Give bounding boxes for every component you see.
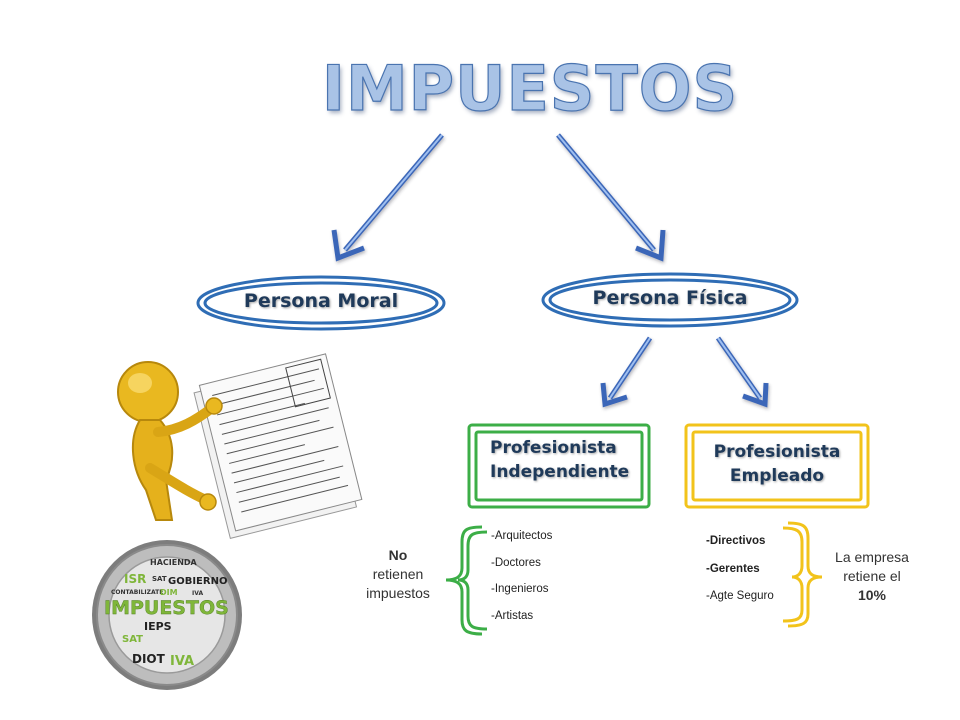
no-retienen-strong: No <box>388 547 408 563</box>
oval-persona-moral <box>196 275 446 331</box>
box-profesionista-independiente <box>467 423 651 509</box>
list-item: -Gerentes <box>706 563 760 575</box>
oval-persona-fisica <box>541 272 799 328</box>
empleado-line-2: Empleado <box>729 466 825 486</box>
gold-figure-reading-form <box>117 353 363 540</box>
independiente-label: Profesionista Independiente <box>490 436 629 484</box>
empleado-line-1: Profesionista <box>713 442 841 462</box>
list-item: -Directivos <box>706 535 766 547</box>
arrow-title-to-fisica <box>556 133 666 262</box>
seal-word: HACIENDA <box>150 558 197 567</box>
list-item: -Ingenieros <box>491 583 549 595</box>
arrow-fisica-to-independiente <box>600 336 653 408</box>
seal-word: IMPUESTOS <box>104 597 229 619</box>
seal-word: DIOT <box>132 652 165 666</box>
retiene-percent: 10% <box>857 587 887 603</box>
seal-word: SAT <box>122 634 143 645</box>
diagram-title: IMPUESTOS <box>321 51 739 125</box>
box-profesionista-empleado <box>684 423 870 509</box>
retiene-line: retiene el <box>843 568 901 584</box>
seal-word: SAT <box>152 575 167 583</box>
seal-word: DIM <box>160 588 178 597</box>
seal-word: CONTABILIZATE <box>111 589 164 596</box>
retiene-line: La empresa <box>835 549 909 565</box>
list-item: -Artistas <box>491 610 534 622</box>
persona-moral-label: Persona Moral <box>243 290 399 312</box>
seal-word: IEPS <box>144 620 172 633</box>
seal-word: IVA <box>170 654 195 669</box>
arrow-title-to-moral <box>331 133 444 262</box>
seal-word: ISR <box>124 572 147 586</box>
arrow-fisica-to-empleado <box>715 336 769 408</box>
list-item: -Agte Seguro <box>706 590 774 602</box>
no-retienen-note: No retienen impuestos <box>348 546 448 603</box>
seal-word: GOBIERNO <box>168 576 228 587</box>
impuestos-seal <box>92 540 242 690</box>
independiente-line-1: Profesionista <box>490 438 617 458</box>
list-item: -Arquitectos <box>491 530 553 542</box>
empleado-label: Profesionista Empleado <box>693 440 861 488</box>
no-retienen-line: retienen <box>372 566 424 582</box>
independiente-line-2: Independiente <box>490 462 630 482</box>
no-retienen-line: impuestos <box>366 585 430 601</box>
persona-fisica-label: Persona Física <box>592 287 748 309</box>
seal-word: IVA <box>192 590 204 597</box>
list-item: -Doctores <box>491 557 541 569</box>
brace-independiente <box>445 525 488 636</box>
retiene-note: La empresa retiene el 10% <box>812 548 932 605</box>
brace-empleado <box>782 521 823 628</box>
